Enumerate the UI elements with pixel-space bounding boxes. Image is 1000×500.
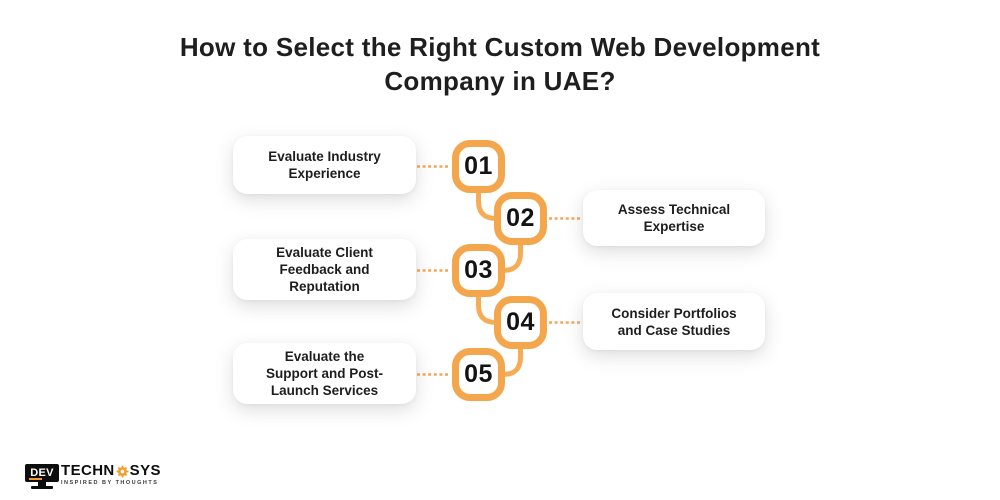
page-title-line1: How to Select the Right Custom Web Devel… [179,32,821,62]
step-number-badge-4: 04 [494,296,547,349]
logo-monitor-text: DEV [30,467,54,479]
step-number-badge-3: 03 [452,244,505,297]
step-card-4: Consider Portfolios and Case Studies [583,293,765,350]
step-number-3: 03 [464,256,493,284]
gear-icon [116,465,129,477]
step-label-3: Evaluate Client Feedback and Reputation [276,245,373,294]
monitor-base [31,486,53,489]
logo-accent-bar [29,478,42,480]
step-label-5: Evaluate the Support and Post-Launch Ser… [266,349,383,398]
logo-brand: TECHN SYS I [61,462,161,486]
monitor-stand [38,482,46,486]
logo-brand-part1: TECHN [61,462,115,479]
step-label-4: Consider Portfolios and Case Studies [611,305,737,338]
step-label-1: Evaluate Industry Experience [268,149,381,181]
logo-tagline: INSPIRED BY THOUGHTS [61,480,159,486]
step-number-2: 02 [506,204,535,232]
step-number-5: 05 [464,360,493,388]
page-title-line2: Company in UAE? [384,66,616,96]
page-title: How to Select the Right Custom Web Devel… [0,30,1000,98]
step-number-badge-5: 05 [452,348,505,401]
monitor-icon: DEV [25,464,59,491]
devtechnosys-logo: DEV TECHN [25,462,161,491]
step-card-3: Evaluate Client Feedback and Reputation [233,239,416,300]
logo-brand-part2: SYS [129,462,161,479]
step-label-2: Assess Technical Expertise [617,202,731,234]
step-card-5: Evaluate the Support and Post-Launch Ser… [233,343,416,404]
step-card-2: Assess Technical Expertise [583,190,765,246]
step-card-1: Evaluate Industry Experience [233,136,416,194]
step-number-1: 01 [464,152,493,180]
step-number-badge-1: 01 [452,140,505,193]
step-number-badge-2: 02 [494,192,547,245]
step-number-4: 04 [506,308,535,336]
